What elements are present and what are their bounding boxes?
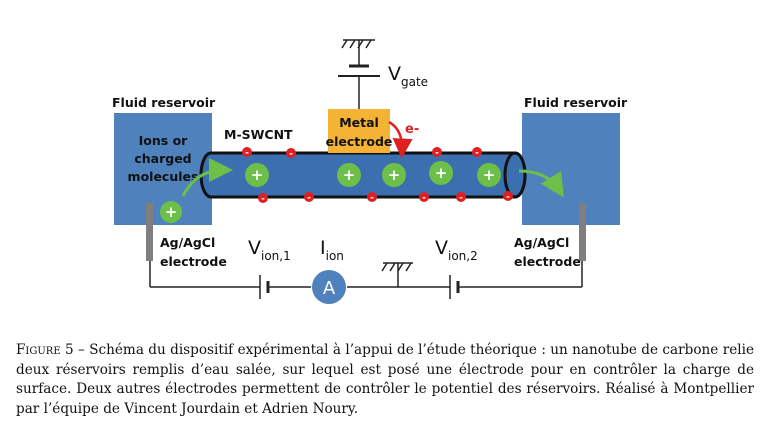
ions-label-line-3: molecules bbox=[128, 169, 199, 184]
gate-circuit bbox=[338, 40, 380, 109]
svg-text:-: - bbox=[245, 149, 249, 159]
ion-in-tube: + bbox=[382, 163, 406, 187]
surface-charge: - bbox=[367, 192, 377, 204]
ion-in-tube: + bbox=[429, 161, 453, 185]
ions-label-line-1: Ions or bbox=[139, 133, 189, 148]
svg-text:-: - bbox=[307, 194, 311, 204]
metal-electrode-label-line-2: electrode bbox=[326, 134, 393, 149]
electron-flow-arrow bbox=[388, 120, 413, 159]
surface-charge: - bbox=[258, 193, 268, 205]
surface-charge: - bbox=[286, 148, 296, 160]
svg-text:+: + bbox=[388, 166, 401, 184]
svg-text:+: + bbox=[483, 166, 496, 184]
surface-charge: - bbox=[472, 147, 482, 159]
voltage-source-1-icon bbox=[259, 275, 270, 299]
surface-charge: - bbox=[432, 147, 442, 159]
v-ion-1-label: Vion,1 bbox=[248, 237, 291, 263]
svg-text:+: + bbox=[343, 166, 356, 184]
circuit-wires bbox=[149, 258, 583, 288]
ion-outflow-arrow bbox=[518, 169, 564, 198]
svg-text:-: - bbox=[289, 150, 293, 160]
nanotube-label: M-SWCNT bbox=[224, 127, 293, 142]
left-electrode-label-line-2: electrode bbox=[160, 254, 227, 269]
v-gate-label: Vgate bbox=[388, 63, 428, 89]
ammeter-icon bbox=[312, 270, 346, 304]
svg-text:-: - bbox=[475, 149, 479, 159]
ions-label-line-2: charged bbox=[134, 151, 191, 166]
surface-charge: - bbox=[503, 191, 513, 203]
surface-charge: - bbox=[419, 192, 429, 204]
electron-label: e- bbox=[405, 122, 419, 137]
svg-text:-: - bbox=[435, 149, 439, 159]
ion-in-tube: + bbox=[337, 163, 361, 187]
caption-text: – Schéma du dispositif expérimental à l’… bbox=[16, 342, 754, 417]
i-ion-label: Iion bbox=[320, 237, 344, 263]
left-agcl-electrode bbox=[146, 203, 153, 261]
surface-charge: - bbox=[304, 192, 314, 204]
svg-text:-: - bbox=[459, 194, 463, 204]
figure-caption: Figure 5 – Schéma du dispositif expérime… bbox=[16, 341, 754, 419]
svg-text:-: - bbox=[506, 193, 510, 203]
ion-left-reservoir: + bbox=[160, 201, 182, 223]
right-electrode-label-line-2: electrode bbox=[514, 254, 581, 269]
svg-text:-: - bbox=[370, 194, 374, 204]
metal-electrode bbox=[328, 109, 390, 153]
ion-inflow-arrow bbox=[181, 158, 233, 197]
ammeter-label: A bbox=[323, 278, 336, 299]
gate-ground-icon bbox=[341, 39, 375, 49]
right-agcl-electrode bbox=[579, 203, 586, 261]
nanotube-end-cap bbox=[503, 151, 527, 199]
svg-text:+: + bbox=[435, 164, 448, 182]
experimental-setup-diagram: Fluid reservoir Fluid reservoir Ions or … bbox=[112, 39, 628, 304]
right-fluid-reservoir bbox=[522, 113, 620, 225]
v-ion-2-label: Vion,2 bbox=[435, 237, 478, 263]
metal-electrode-label-line-1: Metal bbox=[339, 115, 379, 130]
right-reservoir-title: Fluid reservoir bbox=[524, 95, 628, 110]
voltage-source-2-icon bbox=[449, 275, 460, 299]
svg-text:-: - bbox=[261, 195, 265, 205]
surface-charge: - bbox=[242, 147, 252, 159]
svg-text:+: + bbox=[251, 166, 264, 184]
svg-text:+: + bbox=[165, 203, 178, 221]
circuit-ground-icon bbox=[381, 262, 413, 272]
left-reservoir-title: Fluid reservoir bbox=[112, 95, 216, 110]
ion-in-tube: + bbox=[477, 163, 501, 187]
ion-in-tube: + bbox=[245, 163, 269, 187]
right-electrode-label-line-1: Ag/AgCl bbox=[514, 235, 569, 250]
surface-charge: - bbox=[456, 192, 466, 204]
figure-label: Figure 5 bbox=[16, 342, 74, 358]
svg-text:-: - bbox=[422, 194, 426, 204]
left-electrode-label-line-1: Ag/AgCl bbox=[160, 235, 215, 250]
